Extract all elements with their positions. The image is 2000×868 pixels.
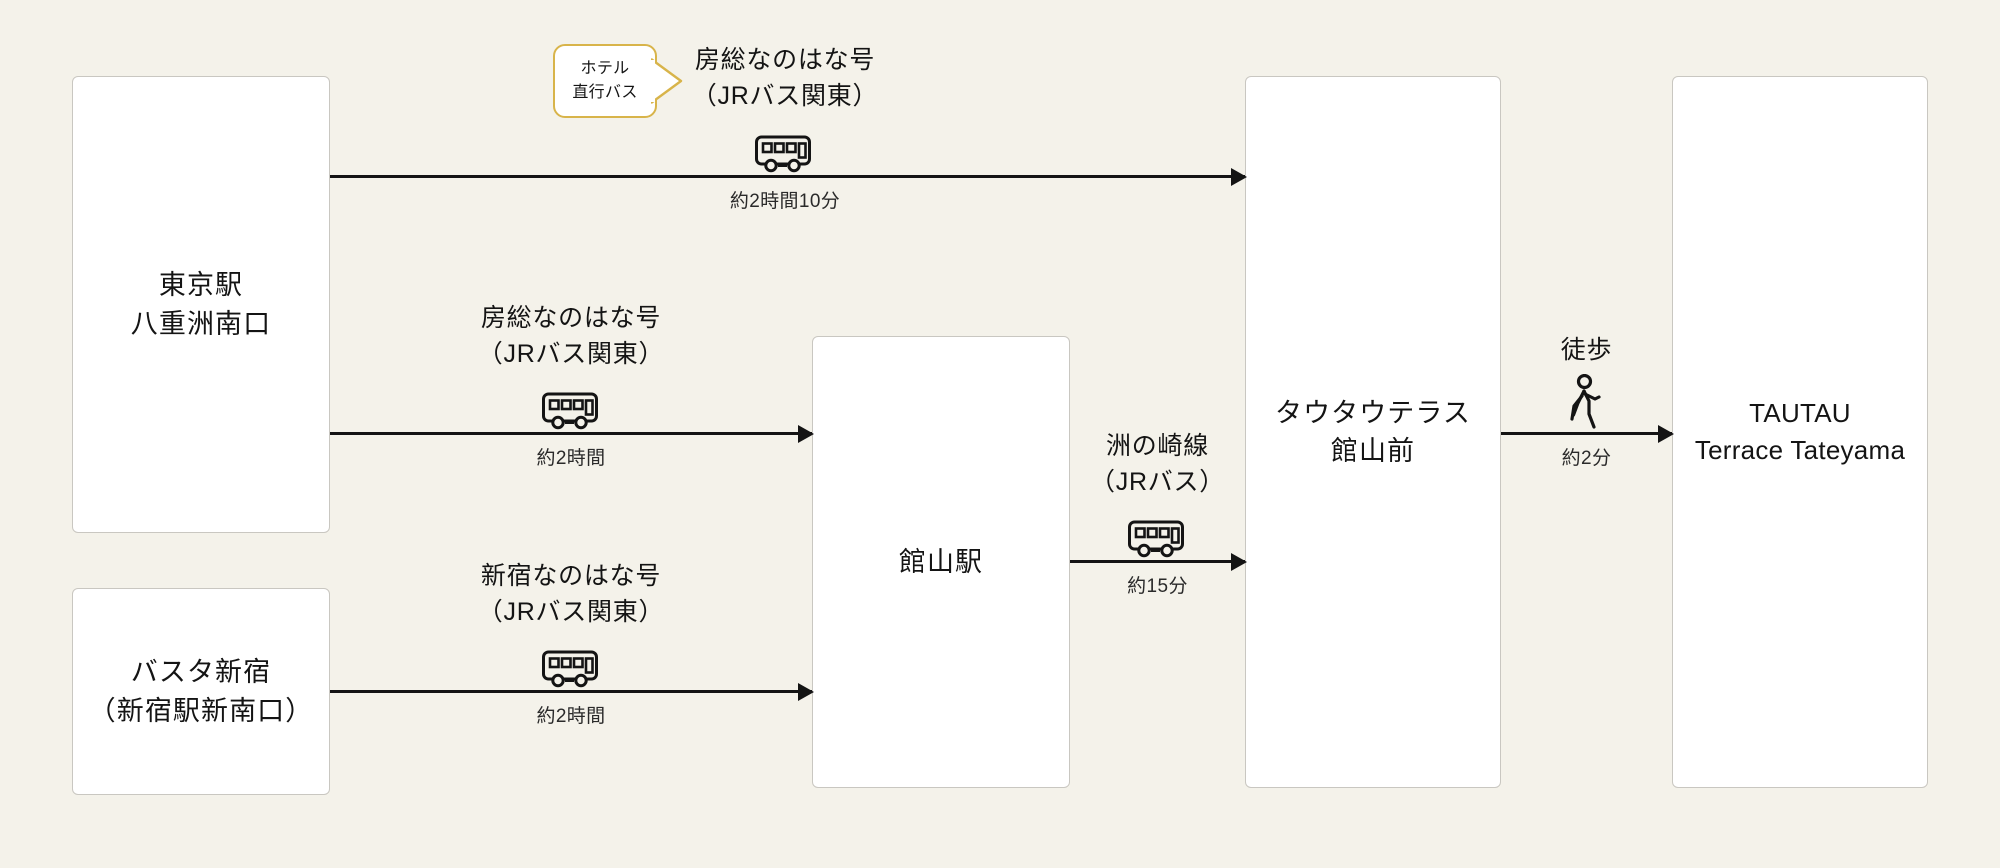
node-tokyo-station: 東京駅 八重洲南口 xyxy=(72,76,330,533)
edge-tokyo-direct-label-line-1: 房総なのはな号 xyxy=(694,46,876,74)
edge-shinjuku-tateyama-label-line-1: 新宿なのはな号 xyxy=(480,562,662,590)
edge-sunosaki-label-line-2: （JRバス） xyxy=(1089,468,1226,497)
badge-hotel-direct-bus: ホテル 直行バス xyxy=(553,44,657,118)
edge-tokyo-direct-label: 房総なのはな号 （JRバス関東） xyxy=(575,42,995,115)
node-shinjuku-line-2: （新宿駅新南口） xyxy=(88,695,314,726)
edge-walk-to-hotel xyxy=(1501,432,1672,435)
node-tautau-mae-line-1: タウタウテラス xyxy=(1274,397,1472,428)
node-tateyama-line-1: 館山駅 xyxy=(898,546,984,577)
node-busta-shinjuku: バスタ新宿 （新宿駅新南口） xyxy=(72,588,330,795)
node-tautau-line-2: Terrace Tateyama xyxy=(1694,435,1906,465)
node-tautau-terrace-tateyama-mae-busstop: タウタウテラス 館山前 xyxy=(1245,76,1501,788)
node-tateyama-station: 館山駅 xyxy=(812,336,1070,788)
walking-person-icon xyxy=(1570,374,1601,429)
edge-tokyo-to-tateyama-station xyxy=(330,432,812,435)
edge-tokyo-to-hotel-direct xyxy=(330,175,1245,178)
edge-tokyo-tateyama-label-line-1: 房総なのはな号 xyxy=(480,304,662,332)
node-tautau-terrace-tateyama: TAUTAU Terrace Tateyama xyxy=(1672,76,1928,788)
edge-sunosaki-label: 洲の崎線 （JRバス） xyxy=(1040,428,1275,501)
edge-walk-duration: 約2分 xyxy=(1561,448,1612,469)
edge-tokyo-tateyama-label: 房総なのはな号 （JRバス関東） xyxy=(411,300,731,373)
bus-icon xyxy=(755,135,811,173)
badge-hotel-line-1: ホテル xyxy=(580,60,630,77)
badge-hotel-line-2: 直行バス xyxy=(572,84,638,101)
badge-tail-icon xyxy=(651,58,683,104)
edge-shinjuku-tateyama-label-line-2: （JRバス関東） xyxy=(477,598,665,627)
node-tautau-line-1: TAUTAU xyxy=(1749,398,1851,429)
edge-tokyo-tateyama-label-line-2: （JRバス関東） xyxy=(477,340,665,369)
edge-sunosaki-duration: 約15分 xyxy=(1127,576,1188,597)
edge-walk-label: 徒歩 xyxy=(1560,336,1613,364)
edge-tokyo-direct-label-line-2: （JRバス関東） xyxy=(691,82,879,111)
edge-tokyo-direct-duration: 約2時間10分 xyxy=(729,191,841,212)
edge-shinjuku-to-tateyama-station xyxy=(330,690,812,693)
edge-tateyama-to-hotel-busstop xyxy=(1070,560,1245,563)
edge-tokyo-tateyama-duration: 約2時間 xyxy=(536,448,606,469)
node-tokyo-line-1: 東京駅 xyxy=(158,270,244,301)
bus-icon xyxy=(1128,520,1184,558)
edge-shinjuku-tateyama-duration: 約2時間 xyxy=(536,706,606,727)
bus-icon xyxy=(542,650,598,688)
node-shinjuku-line-1: バスタ新宿 xyxy=(130,657,272,688)
edge-shinjuku-tateyama-label: 新宿なのはな号 （JRバス関東） xyxy=(411,558,731,631)
bus-icon xyxy=(542,392,598,430)
edge-sunosaki-label-line-1: 洲の崎線 xyxy=(1105,432,1209,460)
node-tokyo-line-2: 八重洲南口 xyxy=(130,308,272,339)
node-tautau-mae-line-2: 館山前 xyxy=(1330,436,1416,466)
